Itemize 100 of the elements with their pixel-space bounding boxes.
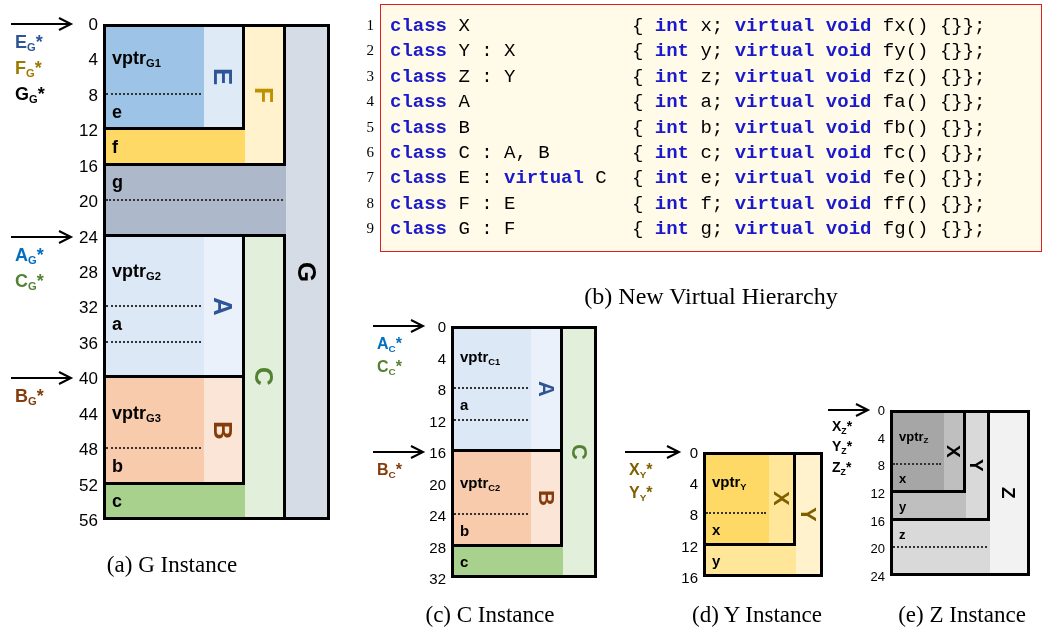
code-declaration: class G : F — [390, 218, 516, 241]
offset-number: 24 — [79, 228, 98, 246]
field-block — [706, 514, 769, 543]
code-declaration: class B — [390, 116, 470, 139]
offset-number: 44 — [79, 405, 98, 423]
offset-number: 24 — [429, 507, 446, 523]
line-number: 4 — [366, 92, 374, 110]
offset-number: 56 — [79, 511, 98, 529]
field-block — [893, 493, 966, 518]
field-block — [706, 455, 769, 515]
field-label: c — [112, 492, 122, 513]
offset-number: 24 — [870, 569, 885, 583]
class-box — [103, 375, 245, 485]
subfigure-caption: (d) Y Instance — [692, 602, 822, 628]
offset-number: 12 — [681, 538, 698, 554]
line-number: 9 — [366, 219, 374, 237]
pointer-label: B$_{G}$* — [15, 387, 44, 408]
offset-number: 36 — [79, 334, 98, 352]
subfigure-caption: (e) Z Instance — [898, 602, 1026, 628]
code-declaration: class C : A, B — [390, 142, 550, 164]
offset-number: 20 — [79, 192, 98, 210]
pointer-label: E$_{G}$* — [15, 33, 43, 54]
offset-number: 8 — [877, 458, 885, 472]
class-box — [103, 233, 286, 520]
field-block — [454, 515, 531, 544]
offset-number: 8 — [689, 506, 698, 522]
pointer-label: Z$_{Z}$* — [832, 459, 852, 477]
field-block — [106, 165, 286, 237]
code-body: { int g; virtual void fg() {}}; — [632, 218, 986, 241]
line-number: 1 — [366, 16, 374, 34]
class-letter: B — [210, 420, 236, 440]
field-block — [893, 413, 944, 466]
code-body: { int c; virtual void fc() {}}; — [632, 142, 986, 164]
class-box — [890, 410, 990, 521]
field-block — [106, 378, 204, 450]
field-block — [106, 449, 204, 482]
offset-number: 12 — [429, 413, 446, 428]
field-block — [454, 329, 531, 389]
field-label: vptr$_{G2}$ — [112, 261, 161, 283]
class-box — [890, 410, 1030, 577]
field-label: b — [112, 456, 123, 477]
offset-number: 16 — [870, 514, 885, 528]
field-block — [106, 130, 245, 163]
line-number: 5 — [366, 118, 374, 136]
field-label: vptr$_{Y}$ — [712, 474, 747, 493]
class-box — [451, 326, 597, 578]
field-label: x — [712, 521, 721, 539]
offset-number: 0 — [877, 403, 885, 417]
class-box — [103, 24, 245, 131]
offset-number: 4 — [437, 350, 446, 365]
field-block — [106, 307, 204, 376]
field-label: e — [112, 102, 122, 123]
offset-number: 16 — [79, 157, 98, 175]
code-box — [380, 4, 1042, 252]
field-label: g — [112, 173, 123, 194]
pointer-label: C$_{C}$* — [377, 358, 402, 379]
class-letter: A — [210, 296, 236, 316]
pointer-label: A$_{G}$* — [15, 245, 44, 267]
class-letter: B — [534, 489, 557, 506]
class-letter: Z — [999, 487, 1018, 499]
class-letter: C — [251, 367, 277, 387]
code-body: { int x; virtual void fx() {}}; — [632, 15, 986, 37]
code-declaration: class F : E — [390, 192, 516, 215]
subfigure-caption: (b) New Virtual Hierarchy — [584, 283, 838, 310]
code-body: { int e; virtual void fe() {}}; — [632, 167, 986, 190]
line-number: 6 — [366, 143, 374, 161]
offset-number: 0 — [88, 15, 98, 33]
class-box — [103, 24, 330, 520]
class-letter: G — [293, 261, 320, 283]
pointer-label: X$_{Z}$* — [832, 419, 853, 437]
class-letter: E — [210, 68, 236, 86]
field-block — [706, 545, 796, 574]
pointer-label: C$_{G}$* — [15, 271, 44, 293]
class-letter: F — [251, 86, 277, 103]
field-block — [106, 484, 245, 517]
field-label: vptr$_{C1}$ — [460, 348, 501, 367]
field-label: b — [460, 522, 470, 539]
class-letter: X — [944, 445, 963, 458]
line-number: 3 — [366, 67, 374, 85]
field-label: a — [112, 315, 122, 335]
subfigure-caption: (a) G Instance — [106, 552, 238, 578]
code-declaration: class Y : X — [390, 40, 516, 63]
offset-number: 32 — [79, 298, 98, 316]
offset-number: 32 — [429, 570, 446, 586]
pointer-label: B$_{C}$* — [377, 461, 402, 481]
field-label: y — [899, 499, 907, 514]
field-block — [893, 465, 944, 491]
field-block — [893, 520, 990, 574]
code-body: { int a; virtual void fa() {}}; — [632, 91, 986, 114]
pointer-label: Y$_{Z}$* — [832, 439, 853, 457]
field-block — [106, 94, 204, 128]
pointer-label: X$_{Y}$* — [629, 461, 653, 481]
pointer-label: A$_{C}$* — [377, 335, 402, 355]
offset-number: 28 — [429, 539, 446, 554]
class-letter: X — [770, 491, 792, 507]
field-label: y — [712, 552, 721, 570]
code-declaration: class E : virtual C — [390, 167, 607, 190]
offset-number: 28 — [79, 263, 98, 281]
pointer-label: Y$_{Y}$* — [629, 484, 653, 505]
code-body: { int f; virtual void ff() {}}; — [632, 192, 986, 215]
